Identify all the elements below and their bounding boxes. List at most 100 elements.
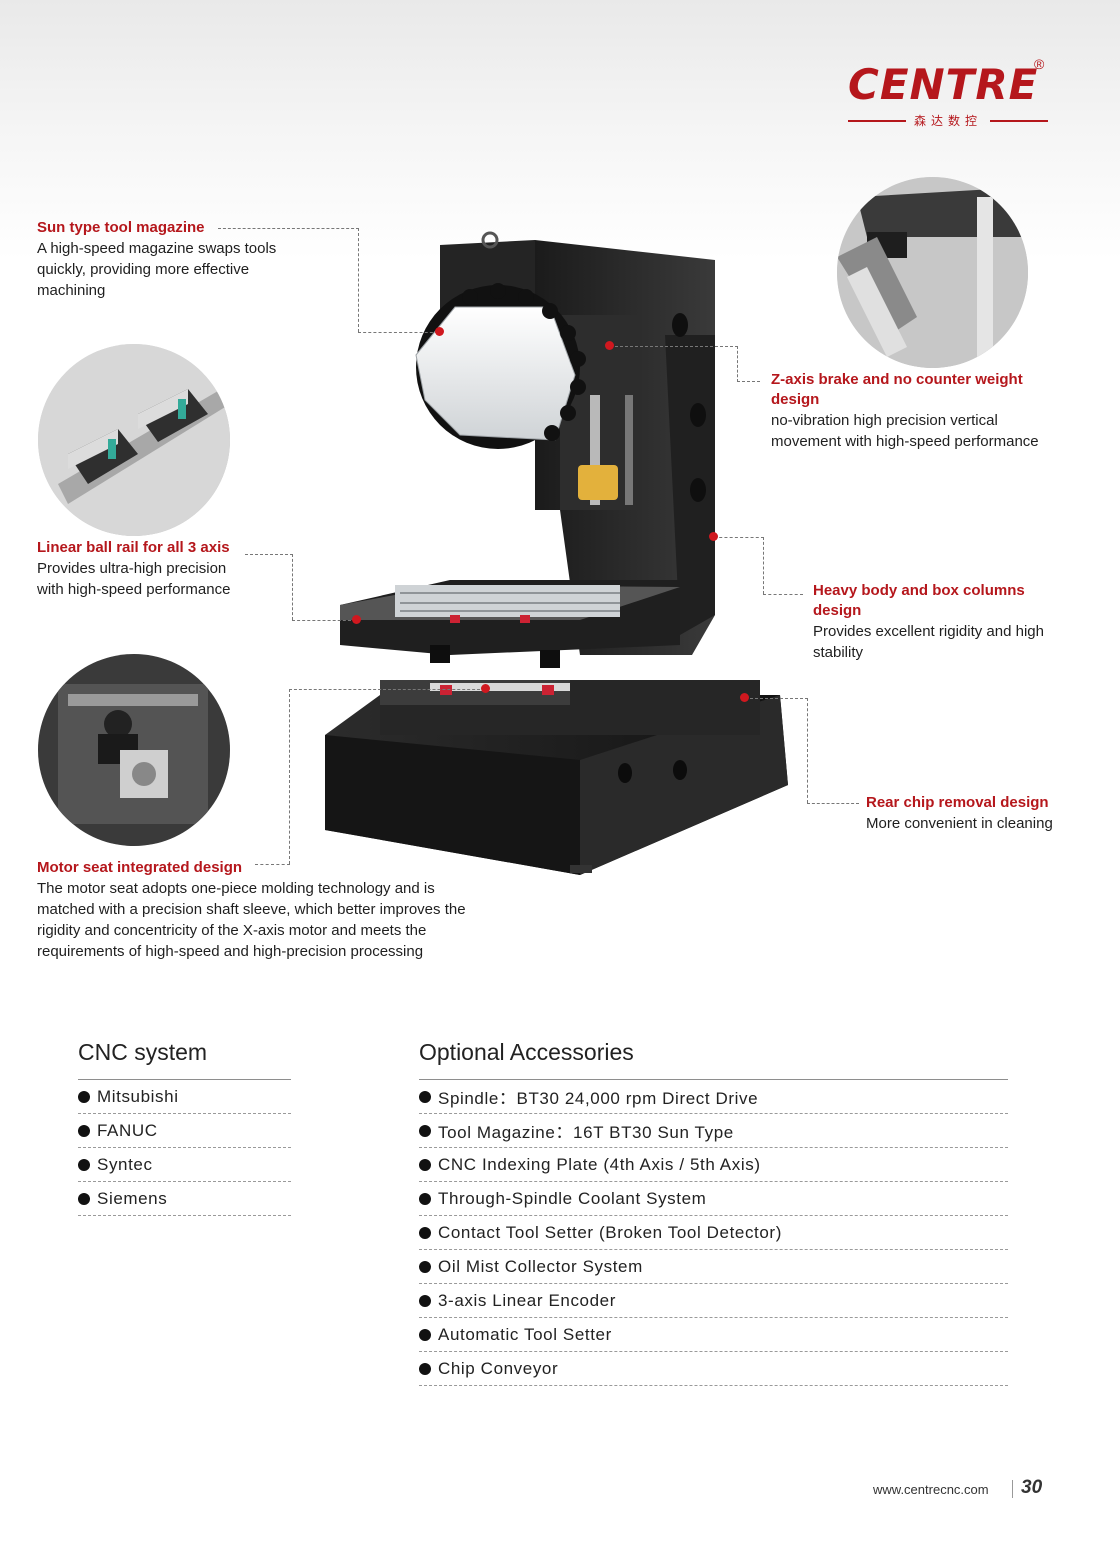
marker-dot-column [709,532,718,541]
list-item-label: 3-axis Linear Encoder [438,1290,616,1310]
registered-mark: ® [1034,56,1045,72]
leader-rail-h [245,554,293,555]
callout-linear-rail: Linear ball rail for all 3 axis Provides… [37,538,257,600]
bullet-icon [78,1159,90,1171]
callout-title: Rear chip removal design [866,794,1049,811]
callout-title: Heavy body and box columns design [813,582,1025,619]
leader-chip-h [745,698,808,699]
callout-rear-chip: Rear chip removal design More convenient… [866,793,1086,834]
list-item: Through-Spindle Coolant System [419,1182,1008,1216]
list-item: Automatic Tool Setter [419,1318,1008,1352]
list-item-label: Spindle：BT30 24,000 rpm Direct Drive [438,1089,759,1108]
list-item: Tool Magazine：16T BT30 Sun Type [419,1114,1008,1148]
marker-dot-motor [481,684,490,693]
list-item: FANUC [78,1114,291,1148]
callout-desc: More convenient in cleaning [866,815,1053,832]
callout-sun-type: Sun type tool magazine A high-speed maga… [37,218,297,301]
bullet-icon [419,1261,431,1273]
list-item-label: Tool Magazine：16T BT30 Sun Type [438,1123,734,1142]
marker-dot-magazine [435,327,444,336]
list-item-label: FANUC [97,1120,158,1140]
leader-chip-v [807,698,808,803]
list-item-label: Syntec [97,1154,153,1174]
brand-rule-right [990,119,1049,122]
list-item: Spindle：BT30 24,000 rpm Direct Drive [419,1080,1008,1114]
page-number: 30 [1021,1477,1043,1498]
list-item-label: CNC Indexing Plate (4th Axis / 5th Axis) [438,1154,761,1174]
leader-rail-h2 [292,620,356,621]
bullet-icon [419,1193,431,1205]
list-item-label: Oil Mist Collector System [438,1256,643,1276]
bullet-icon [78,1091,90,1103]
leader-z-h [610,346,738,347]
list-item: Syntec [78,1148,291,1182]
bullet-icon [419,1363,431,1375]
leader-sun-h [218,228,359,229]
leader-heavy-v [763,537,764,594]
list-item: Oil Mist Collector System [419,1250,1008,1284]
bullet-icon [419,1295,431,1307]
brand-subtitle-row: 森达数控 [848,112,1049,129]
callout-desc: The motor seat adopts one-piece molding … [37,880,466,960]
callout-title: Z-axis brake and no counter weight desig… [771,371,1023,408]
footer-website-link[interactable]: www.centrecnc.com [873,1482,989,1497]
brand-subtitle: 森达数控 [914,114,983,128]
leader-sun-v [358,228,359,332]
list-item: 3-axis Linear Encoder [419,1284,1008,1318]
cnc-system-card: CNC system Mitsubishi FANUC Syntec Sieme… [38,1003,331,1422]
leader-chip-h2 [807,803,859,804]
leader-z-v [737,346,738,382]
motor-seat-detail-image [38,654,230,846]
callout-desc: no-vibration high precision vertical mov… [771,412,1039,450]
callout-heavy-body: Heavy body and box columns design Provid… [813,581,1073,663]
cnc-system-heading: CNC system [78,1037,291,1080]
leader-motor-h2 [289,689,485,690]
callout-title: Sun type tool magazine [37,219,205,236]
cnc-system-list: Mitsubishi FANUC Syntec Siemens [78,1080,291,1216]
optional-accessories-list: Spindle：BT30 24,000 rpm Direct Drive Too… [419,1080,1008,1386]
optional-accessories-heading: Optional Accessories [419,1037,1008,1080]
callout-z-axis: Z-axis brake and no counter weight desig… [771,370,1071,452]
linear-rail-detail-image [38,344,230,536]
callout-desc: Provides ultra-high precision with high-… [37,560,231,598]
list-item-label: Through-Spindle Coolant System [438,1188,707,1208]
brand-rule-left [848,119,906,122]
list-item-label: Automatic Tool Setter [438,1324,612,1344]
leader-z-h2 [737,381,760,382]
leader-motor-h [255,864,290,865]
callout-desc: Provides excellent rigidity and high sta… [813,623,1044,661]
list-item: Mitsubishi [78,1080,291,1114]
bullet-icon [419,1091,431,1103]
cnc-machine-illustration [325,231,788,875]
footer-divider [1012,1480,1013,1498]
bullet-icon [78,1193,90,1205]
z-axis-brake-detail-image [837,177,1028,368]
bullet-icon [419,1329,431,1341]
leader-sun-h2 [358,332,438,333]
callout-motor-seat: Motor seat integrated design The motor s… [37,858,467,962]
callout-title: Motor seat integrated design [37,859,243,876]
marker-dot-rail [352,615,361,624]
marker-dot-chip [740,693,749,702]
list-item-label: Mitsubishi [97,1086,179,1106]
bullet-icon [419,1227,431,1239]
leader-heavy-h2 [763,594,803,595]
optional-accessories-card: Optional Accessories Spindle：BT30 24,000… [379,1003,1051,1422]
list-item: Chip Conveyor [419,1352,1008,1386]
list-item: Siemens [78,1182,291,1216]
callout-title: Linear ball rail for all 3 axis [37,539,230,556]
leader-motor-v [289,689,290,864]
brand-logo: CENTRE [848,60,1039,109]
list-item: CNC Indexing Plate (4th Axis / 5th Axis) [419,1148,1008,1182]
list-item-label: Contact Tool Setter (Broken Tool Detecto… [438,1222,782,1242]
list-item-label: Chip Conveyor [438,1358,559,1378]
callout-desc: A high-speed magazine swaps tools quickl… [37,240,277,299]
bullet-icon [78,1125,90,1137]
bullet-icon [419,1159,431,1171]
marker-dot-z-axis [605,341,614,350]
list-item-label: Siemens [97,1188,168,1208]
brand-logo-block: CENTRE ® 森达数控 [848,56,1049,129]
leader-rail-v [292,554,293,620]
leader-heavy-h [714,537,764,538]
bullet-icon [419,1125,431,1137]
